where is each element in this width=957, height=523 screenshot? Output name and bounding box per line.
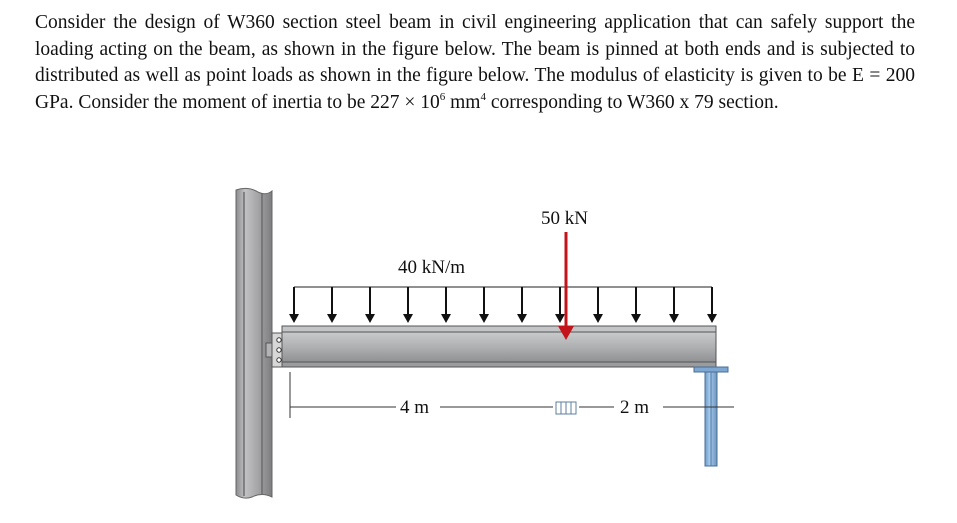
distributed-load-label: 40 kN/m [398,257,465,278]
distributed-load-arrow-head [669,314,679,323]
dimension-line [289,372,734,418]
distributed-load-arrow-head [289,314,299,323]
point-load-label: 50 kN [541,208,588,229]
steel-beam [281,325,717,368]
problem-intro: Consider the design of W360 section stee… [35,12,915,86]
distributed-load-arrow-head [327,314,337,323]
inertia-unit: mm [445,91,481,113]
distributed-load-arrow-head [631,314,641,323]
right-support-post [693,366,729,467]
distributed-load-arrow-head [593,314,603,323]
distributed-load-arrow-head [555,314,565,323]
inertia-coefficient: 227 × 10 [370,91,440,113]
distributed-load-arrow-head [365,314,375,323]
problem-statement: Consider the design of W360 section stee… [35,10,915,116]
problem-mid: . Consider the moment of inertia to be [68,91,366,113]
inertia-exponent: 6 [439,90,446,103]
distributed-load-arrow-head [517,314,527,323]
distributed-load-arrow-head [479,314,489,323]
inertia-unit-exponent: 4 [480,90,486,103]
modulus-value: E = 200 GPa [35,65,916,113]
distributed-load-arrow-head [441,314,451,323]
distributed-load-arrows [289,286,717,323]
span-right-label: 2 m [620,397,649,418]
point-load-arrow [558,232,574,340]
span-left-label: 4 m [400,397,429,418]
problem-tail: corresponding to W360 x 79 section. [485,91,779,113]
distributed-load-arrow-head [707,314,717,323]
distributed-load-arrow-head [403,314,413,323]
wall-column [235,187,273,499]
